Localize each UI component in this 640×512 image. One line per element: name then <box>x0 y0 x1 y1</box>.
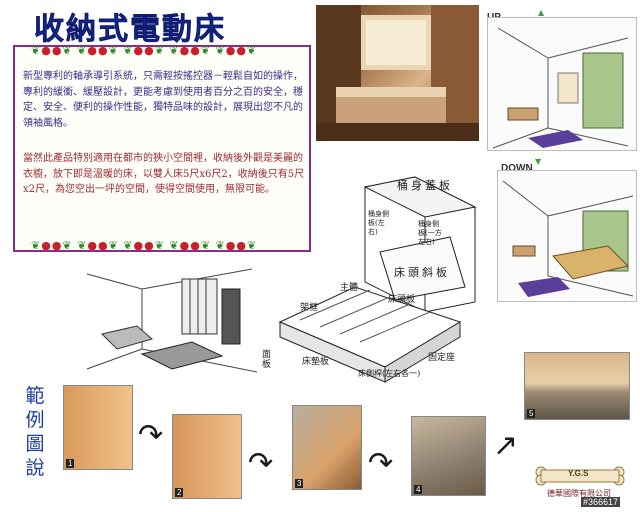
label-headboard: 床頭斜板 <box>394 266 450 279</box>
label-bed-board: 床頭板 <box>388 295 416 305</box>
label-frame: 架框 <box>300 303 319 313</box>
exploded-diagram: 桶身蓋板 桶身側板(左右) 桶身側板(一方左右) 床頭斜板 主體 架框 床頭板 … <box>260 172 492 394</box>
label-main-body: 主體 <box>340 283 359 293</box>
holly-ornament-icon: ❦●●❦ ❦●●❦ ❦●●❦ ❦●●❦ ❦●●❦ <box>31 44 258 57</box>
brand-name: Y.G.S <box>568 469 589 478</box>
step-photo-4: 4 <box>411 416 486 496</box>
label-fixed-base: 固定座 <box>428 353 456 363</box>
step-photo-1: 1 <box>63 385 133 470</box>
curved-arrow-icon: ↗ <box>493 428 519 463</box>
label-side-board-2: 桶身側板(一方左右) <box>418 220 442 246</box>
page-title: 收納式電動床 <box>34 12 226 48</box>
step-photo-5: 5 <box>524 352 630 420</box>
bedroom-photo <box>316 5 479 141</box>
examples-label: 範例圖說 <box>25 385 45 479</box>
step-photo-2: 2 <box>172 414 242 499</box>
down-label: DOWN <box>501 163 533 174</box>
holly-ornament-icon: ❦●●❦ ❦●●❦ ❦●●❦ ❦●●❦ ❦●●❦ <box>31 239 258 252</box>
room-sketch <box>82 254 260 378</box>
label-face-board: 面板 <box>262 350 272 370</box>
curved-arrow-icon: ↷ <box>248 446 274 481</box>
stock-id: #366617 <box>581 497 621 507</box>
label-side-board: 桶身側板(左右) <box>368 210 389 236</box>
step-photo-3: 3 <box>292 405 362 490</box>
intro-paragraph-2: 當然此產品特別適用在都市的狹小空間裡，收納後外觀是美麗的衣櫥，放下即是溫暖的床，… <box>23 153 305 195</box>
label-top-board: 桶身蓋板 <box>397 179 453 192</box>
label-bed-pole: 床側桿(左右各一) <box>358 369 421 378</box>
triangle-marker-icon: ▲ <box>538 8 545 17</box>
label-bed-bottom: 床墊板 <box>302 357 330 367</box>
intro-box: ❦●●❦ ❦●●❦ ❦●●❦ ❦●●❦ ❦●●❦ 新型專利的軸承導引系統，只需輕… <box>13 44 311 252</box>
company-logo: Y.G.S 德華國際有限公司 <box>533 462 627 502</box>
down-view-sketch <box>497 170 637 302</box>
up-label: UP <box>487 5 507 23</box>
company-name: 德華國際有限公司 <box>547 489 611 498</box>
curved-arrow-icon: ↷ <box>138 418 164 453</box>
up-view-sketch <box>487 17 637 151</box>
curved-arrow-icon: ↷ <box>368 446 394 481</box>
triangle-marker-icon: ▼ <box>535 157 542 166</box>
intro-paragraph-1: 新型專利的軸承導引系統，只需輕按搖控器－輕鬆自如的操作，專利的緩衝、緩壓設計，更… <box>23 71 303 129</box>
